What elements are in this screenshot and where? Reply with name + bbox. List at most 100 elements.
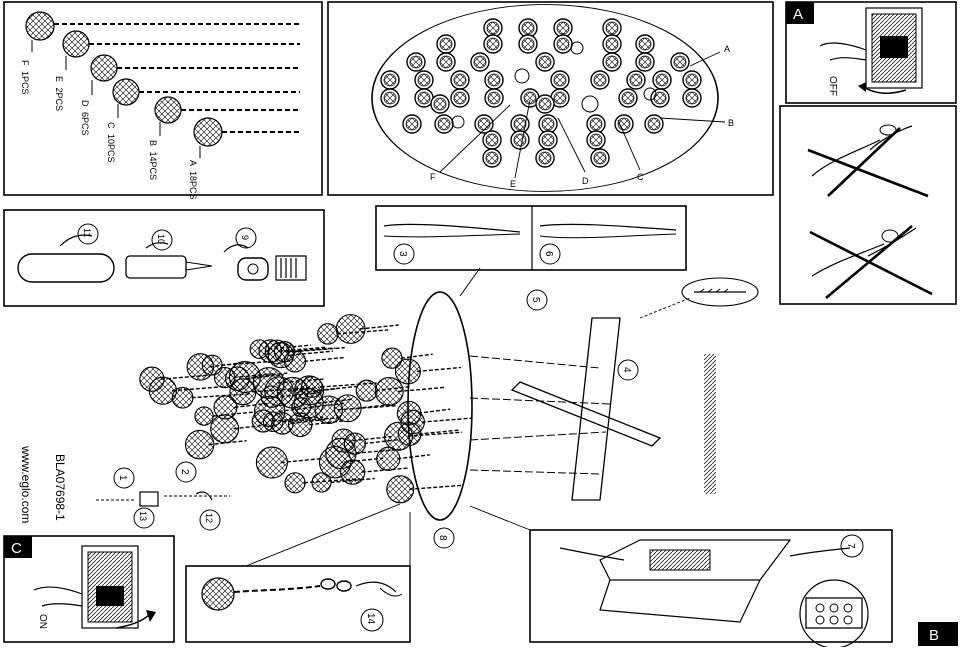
svg-text:B 14PCS: B 14PCS — [148, 140, 158, 180]
off-label: OFF — [827, 76, 838, 96]
hanging-crystal — [376, 446, 430, 471]
layout-letter: F — [430, 172, 436, 182]
crystal-position-marker — [590, 148, 610, 168]
crystal-cluster — [139, 314, 473, 504]
crystal-position-marker — [635, 52, 655, 72]
crystal-size-C: C 10PCS — [106, 78, 300, 163]
crystal-position-marker — [380, 70, 400, 90]
hanging-crystal — [287, 412, 345, 438]
crystal-letter: D — [80, 100, 90, 107]
svg-text:B: B — [929, 627, 939, 644]
on-label: ON — [37, 614, 48, 629]
crystal-position-marker — [602, 52, 622, 72]
crystal-size-B: B 14PCS — [148, 96, 300, 180]
svg-text:3: 3 — [397, 251, 408, 257]
step-12-callout: 12 — [199, 509, 221, 531]
wiring-box-panel: 7 — [469, 505, 893, 649]
svg-text:2: 2 — [179, 469, 190, 475]
hanging-crystal — [186, 353, 242, 381]
crystal-position-marker — [626, 70, 646, 90]
hanging-crystal — [381, 347, 433, 369]
crystal-position-marker — [586, 130, 606, 150]
crystal-position-marker — [535, 94, 555, 114]
crystal-size-D: D 6PCS — [80, 54, 300, 136]
hanging-crystal — [331, 428, 392, 453]
svg-text:E 2PCS: E 2PCS — [54, 76, 64, 111]
hanging-crystal — [311, 472, 375, 493]
crystal-position-marker — [380, 88, 400, 108]
chandelier-main-view: 5 4 8 — [139, 267, 759, 549]
svg-text:5: 5 — [530, 297, 541, 303]
step-11-callout: 11 — [77, 223, 99, 245]
step-5-callout: 5 — [526, 289, 548, 311]
crystal-position-marker — [618, 88, 638, 108]
crystal-letter: F — [20, 60, 30, 66]
crystal-size-E: E 2PCS — [54, 30, 300, 111]
svg-text:6: 6 — [543, 251, 554, 257]
step-14-callout: 14 — [360, 608, 384, 632]
layout-letter: E — [510, 179, 516, 189]
svg-text:11: 11 — [82, 228, 92, 237]
crystal-position-marker — [406, 52, 426, 72]
hanging-crystal — [394, 358, 462, 385]
crystal-position-marker — [470, 52, 490, 72]
crystal-position-marker — [553, 34, 573, 54]
svg-text:7: 7 — [845, 543, 856, 549]
crystal-position-marker — [518, 34, 538, 54]
crystal-position-marker — [614, 114, 634, 134]
panel-b-tag: B — [918, 622, 958, 646]
hanging-crystal — [229, 378, 310, 406]
svg-text:C 10PCS: C 10PCS — [106, 122, 116, 163]
hanging-crystal — [213, 366, 275, 389]
crystal-qty: 1PCS — [20, 71, 30, 95]
crystal-position-marker — [602, 18, 622, 38]
step-6-callout: 6 — [539, 243, 561, 265]
crystal-position-marker — [483, 18, 503, 38]
hanging-crystal — [139, 366, 210, 392]
layout-letter: A — [724, 44, 730, 54]
crystal-size-panel: F 1PCS E 2PCS D 6PCS — [3, 1, 323, 200]
crystal-qty: 18PCS — [188, 171, 198, 200]
hanging-crystal — [386, 475, 463, 504]
crystal-position-marker — [482, 130, 502, 150]
crystal-qty: 10PCS — [106, 134, 116, 163]
crystal-position-marker — [510, 130, 530, 150]
model-number: BLA07698-1 — [53, 454, 67, 521]
crystal-position-marker — [635, 34, 655, 54]
svg-text:12: 12 — [204, 513, 214, 523]
layout-letter: C — [637, 172, 644, 182]
crystal-position-marker — [434, 114, 454, 134]
hanging-crystal — [397, 422, 460, 446]
hanging-crystal — [249, 339, 312, 359]
step-14-detail-panel: 14 — [185, 503, 411, 643]
step-4-callout: 4 — [617, 359, 639, 381]
step-3-callout: 3 — [393, 243, 415, 265]
step-3-6-detail-panel: 3 6 — [375, 205, 687, 271]
hanging-crystal — [184, 429, 247, 460]
crystal-letter: A — [188, 160, 198, 166]
crystal-position-marker — [535, 52, 555, 72]
crystal-position-marker — [518, 18, 538, 38]
step-7-callout: 7 — [840, 534, 864, 558]
hanging-crystal — [283, 350, 346, 373]
bulb-assembly-panel: 11 10 9 — [3, 209, 325, 307]
svg-text:D 6PCS: D 6PCS — [80, 100, 90, 136]
crystal-position-marker — [484, 70, 504, 90]
hanging-crystal — [355, 379, 410, 402]
screw-detail-icon — [681, 277, 759, 307]
crystal-position-marker — [414, 88, 434, 108]
crystal-size-A: A 18PCS — [188, 117, 300, 200]
no-touch-bulb-icon — [809, 225, 933, 299]
step-8-callout: 8 — [433, 527, 455, 549]
crystal-letter: B — [148, 140, 158, 146]
crystal-position-marker — [450, 88, 470, 108]
panel-a-tag: A — [786, 2, 814, 24]
crystal-layout-panel: A B C D E F — [327, 1, 774, 196]
crystal-position-marker — [482, 148, 502, 168]
crystal-qty: 2PCS — [54, 88, 64, 112]
step-10-callout: 10 — [151, 229, 173, 251]
svg-text:8: 8 — [437, 535, 448, 541]
crystal-position-marker — [538, 130, 558, 150]
